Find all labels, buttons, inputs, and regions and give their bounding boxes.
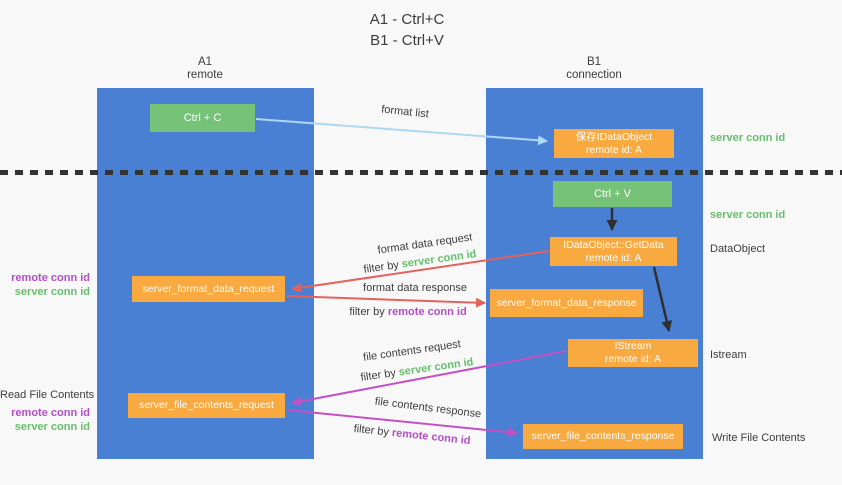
label-left-remote-conn-id-2: remote conn id — [11, 407, 90, 419]
label-write-file-contents: Write File Contents — [712, 432, 806, 444]
title-line-2: B1 - Ctrl+V — [370, 32, 444, 49]
msg-format-list: format list — [380, 103, 430, 121]
label-dataobject: DataObject — [710, 243, 766, 255]
save-idataobject-title: 保存IDataObject — [575, 130, 653, 143]
node-server-format-data-response: server_format_data_response — [490, 289, 643, 317]
label-right-server-conn-id-mid: server conn id — [710, 209, 786, 221]
msg-format-data-response: format data response — [363, 282, 467, 294]
filter-by-text: filter by — [362, 259, 400, 276]
session-separator-dashed-line — [0, 170, 842, 175]
getdata-title: IDataObject::GetData — [563, 238, 664, 251]
server-conn-id-text: server conn id — [397, 356, 475, 379]
lane-b1-role: connection — [566, 69, 622, 81]
label-left-server-conn-id-1: server conn id — [14, 286, 90, 298]
lane-header-a1: A1 remote — [145, 56, 265, 82]
label-left-remote-conn-id-1: remote conn id — [11, 272, 90, 284]
lane-header-b1: B1 connection — [534, 56, 654, 82]
filter-by-text: filter by — [359, 367, 397, 384]
lane-b1-name: B1 — [586, 56, 602, 68]
ctrl-v-label: Ctrl + V — [594, 187, 631, 200]
msg-filter-by-remote-conn-id-1: filter by remote conn id — [338, 306, 478, 318]
getdata-subtitle: remote id: A — [585, 251, 642, 264]
filter-by-text: filter by — [349, 306, 385, 318]
ctrl-c-label: Ctrl + C — [183, 111, 222, 124]
node-server-file-contents-response: server_file_contents_response — [523, 424, 683, 449]
node-idataobject-getdata: IDataObject::GetData remote id: A — [550, 237, 677, 266]
filter-by-text: filter by — [353, 422, 390, 439]
label-right-server-conn-id-top: server conn id — [710, 132, 786, 144]
diagram-title: A1 - Ctrl+C B1 - Ctrl+V — [287, 9, 527, 51]
istream-title: IStream — [614, 340, 652, 352]
node-ctrl-c: Ctrl + C — [150, 104, 255, 132]
server-format-data-response-label: server_format_data_response — [496, 296, 637, 309]
msg-file-contents-response: file contents response — [374, 395, 482, 421]
server-file-contents-response-label: server_file_contents_response — [531, 430, 675, 442]
node-server-file-contents-request: server_file_contents_request — [128, 393, 285, 418]
save-idataobject-subtitle: remote id: A — [585, 143, 643, 156]
istream-subtitle: remote id: A — [604, 353, 662, 365]
node-server-format-data-request: server_format_data_request — [132, 276, 285, 302]
arrow-format-data-response — [286, 295, 486, 308]
label-istream: Istream — [710, 349, 747, 361]
remote-conn-id-text: remote conn id — [391, 426, 471, 448]
node-ctrl-v: Ctrl + V — [553, 181, 672, 207]
title-line-1: A1 - Ctrl+C — [369, 11, 445, 28]
lane-a1-role: remote — [187, 69, 223, 81]
node-istream: IStream remote id: A — [568, 339, 698, 367]
server-format-data-request-label: server_format_data_request — [142, 282, 275, 295]
lane-a1-name: A1 — [197, 56, 213, 68]
label-read-file-contents: Read File Contents — [0, 389, 95, 401]
remote-conn-id-text: remote conn id — [387, 306, 467, 318]
msg-filter-by-remote-conn-id-2: filter by remote conn id — [337, 421, 487, 449]
server-file-contents-request-label: server_file_contents_request — [139, 399, 274, 411]
node-save-idataobject: 保存IDataObject remote id: A — [554, 129, 674, 158]
label-left-server-conn-id-2: server conn id — [14, 421, 90, 433]
